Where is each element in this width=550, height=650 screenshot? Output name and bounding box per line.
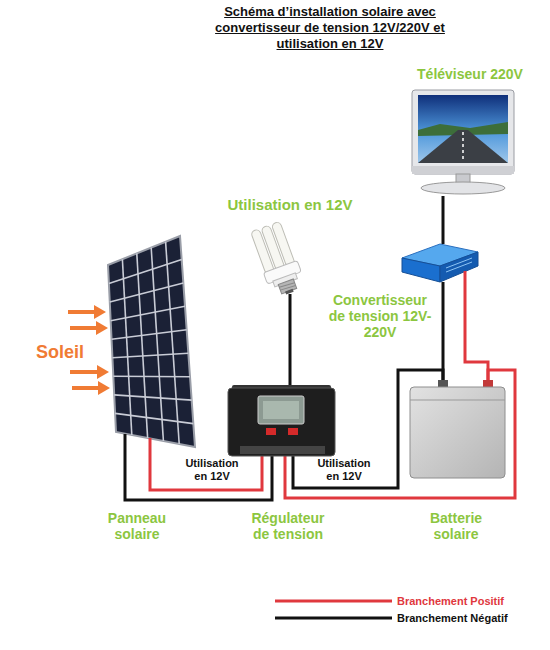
wire-stub (464, 271, 467, 282)
component-label: Utilisation en 12V (227, 197, 352, 213)
sun-ray (70, 370, 99, 374)
converter-side (440, 252, 478, 282)
tv-screen (418, 95, 508, 163)
sun-label: Soleil (36, 342, 84, 363)
regulator-body (228, 388, 335, 456)
sun-ray-head (96, 321, 108, 335)
regulator-picture (228, 385, 335, 456)
component-label: Téléviseur 220V (417, 66, 523, 82)
tv-stand (421, 182, 505, 194)
wire-connection (290, 294, 291, 385)
wire (125, 449, 272, 500)
wire-label: Utilisation en 12V (311, 457, 377, 483)
lamp-screw (278, 279, 296, 294)
panel-frame (108, 236, 195, 447)
television-picture (412, 90, 514, 194)
wire-connection (443, 196, 444, 244)
component-label: Convertisseur de tension 12V-220V (326, 292, 434, 340)
legend-sample-line (275, 617, 392, 620)
component-label: Batterie solaire (414, 510, 498, 542)
component-box: Convertisseur de tension 12V-220V (400, 244, 478, 282)
converter-front (402, 258, 440, 282)
solar-panel-picture (108, 236, 195, 449)
sun-ray-head (97, 365, 109, 379)
battery-lid (410, 400, 505, 401)
sun-ray-head (94, 305, 106, 319)
tv-bottom (412, 166, 514, 174)
wire (289, 294, 292, 385)
component-box: Panneau solaire (106, 234, 197, 449)
tv-road (418, 130, 508, 163)
legend-sample-line (275, 600, 392, 603)
diagram-title: Schéma d’installation solaire avec conve… (199, 4, 461, 52)
wire (442, 282, 445, 380)
component-box: Téléviseur 220V (410, 88, 516, 196)
component-box: Utilisation en 12V (245, 218, 307, 294)
panel-cells (109, 242, 193, 444)
component-box: Régulateur de tension (228, 385, 335, 456)
regulator-button (288, 428, 298, 435)
component-label: Régulateur de tension (245, 510, 331, 542)
sun-ray (70, 326, 98, 330)
regulator-display-glass (263, 401, 299, 419)
converter-picture (402, 244, 478, 282)
wire-label: Utilisation en 12V (179, 457, 245, 483)
converter-vent (446, 262, 472, 272)
legend-text: Branchement Positif (397, 594, 504, 608)
lamp-picture (249, 220, 307, 299)
lamp-tube (271, 221, 295, 267)
regulator-button (266, 428, 276, 435)
component-box: Batterie solaire (410, 380, 505, 478)
wire-stub (124, 434, 127, 449)
lamp-tip (285, 289, 294, 295)
component-label: Panneau solaire (93, 510, 181, 542)
lamp-thread (279, 282, 294, 288)
regulator-display (258, 396, 304, 424)
legend-text: Branchement Négatif (397, 611, 508, 625)
sun-ray (72, 386, 100, 390)
tv-bezel (412, 90, 514, 174)
battery-picture (410, 380, 505, 478)
wire-connection (125, 449, 272, 500)
wire (465, 282, 488, 380)
sun-ray (68, 310, 96, 314)
lamp-thread (280, 285, 295, 291)
wire-stub (149, 438, 152, 449)
battery-body (410, 387, 505, 478)
wire (442, 196, 445, 244)
tv-road-line (462, 132, 464, 162)
regulator-terminals (240, 446, 325, 454)
sun-ray-head (98, 381, 110, 395)
wire-connection (443, 282, 488, 380)
